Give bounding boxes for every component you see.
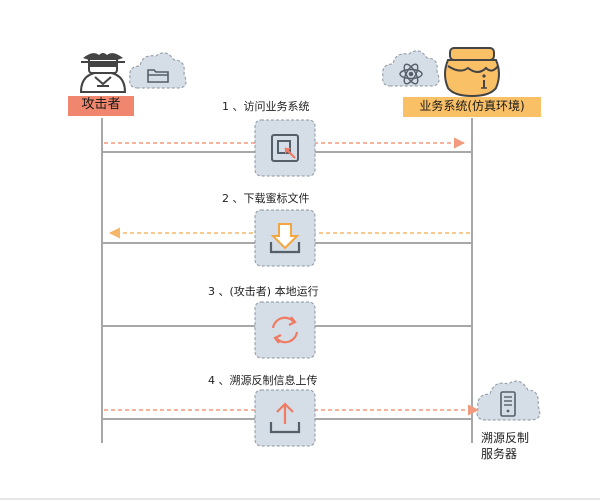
server-label-line2: 服务器 <box>481 447 518 461</box>
server-icon <box>500 391 516 417</box>
business-label: 业务系统(仿真环境) <box>403 97 541 117</box>
attacker-cloud-badge <box>129 52 187 89</box>
access-window-icon <box>271 134 299 162</box>
business-cloud-badge <box>382 50 440 87</box>
server-label: 溯源反制 服务器 <box>481 430 529 462</box>
folder-icon <box>147 69 169 83</box>
business-label-text: 业务系统(仿真环境) <box>419 99 525 113</box>
step-4-label: 4 、溯源反制信息上传 <box>208 374 318 387</box>
step-1-label: 1 、访问业务系统 <box>222 100 310 113</box>
server-label-line1: 溯源反制 <box>481 431 530 445</box>
server-cloud-badge <box>476 380 541 421</box>
refresh-icon <box>271 316 299 344</box>
step-2-label: 2 、下载蜜标文件 <box>222 192 310 205</box>
step-3-label: 3 、(攻击者) 本地运行 <box>208 285 319 298</box>
spy-icon <box>79 53 127 93</box>
honeypot-jar-icon <box>444 47 500 98</box>
atom-icon <box>399 63 423 85</box>
attacker-label: 攻击者 <box>68 96 134 116</box>
upload-icon <box>269 402 301 434</box>
attacker-label-text: 攻击者 <box>81 97 121 112</box>
step-3-tile <box>254 301 316 359</box>
download-icon <box>269 223 301 254</box>
